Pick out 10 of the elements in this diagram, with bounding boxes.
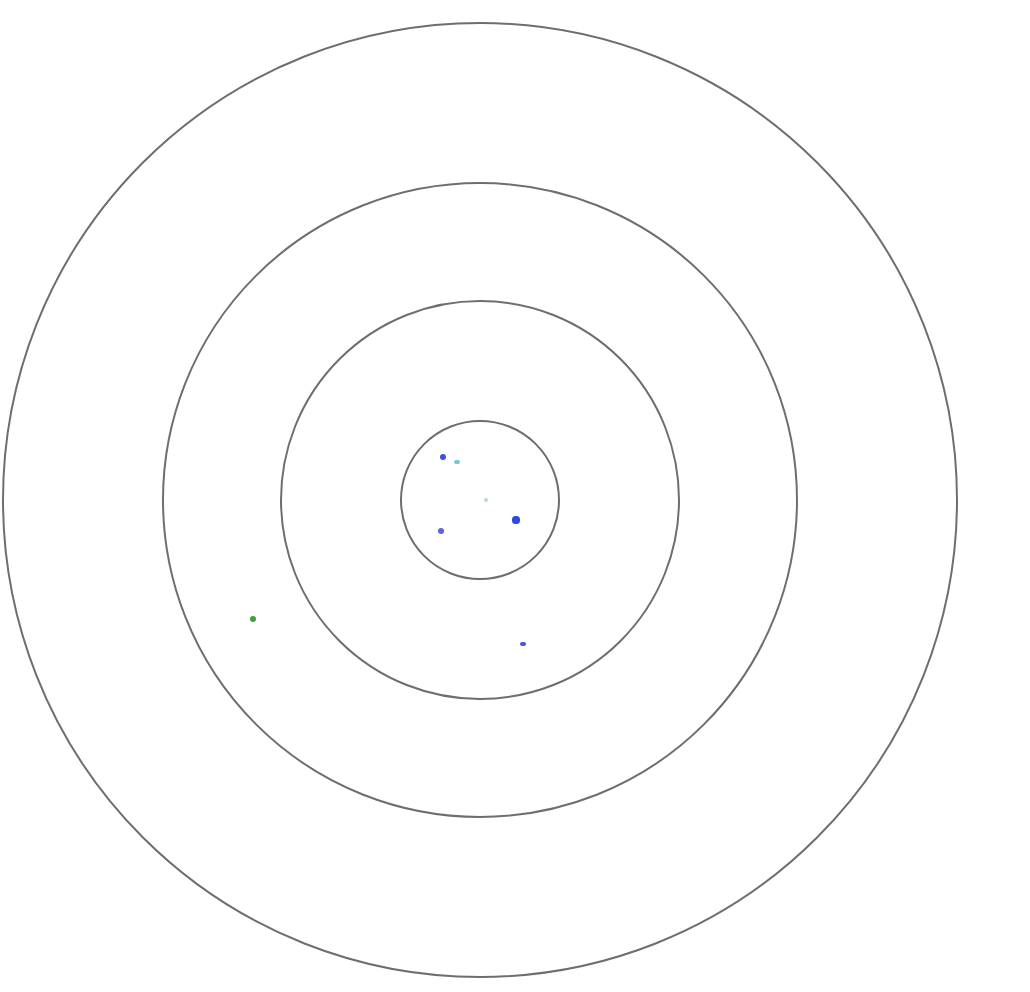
dot-icon [512, 516, 519, 524]
concentric-ring [280, 300, 680, 700]
concentric-ring [400, 420, 560, 580]
dot-icon [454, 459, 459, 465]
dot-icon [437, 527, 443, 533]
dot-icon [440, 453, 447, 460]
concentric-ring [2, 22, 958, 978]
dot-icon [520, 641, 526, 647]
concentric-ring [162, 182, 798, 818]
dot-icon [249, 615, 255, 621]
